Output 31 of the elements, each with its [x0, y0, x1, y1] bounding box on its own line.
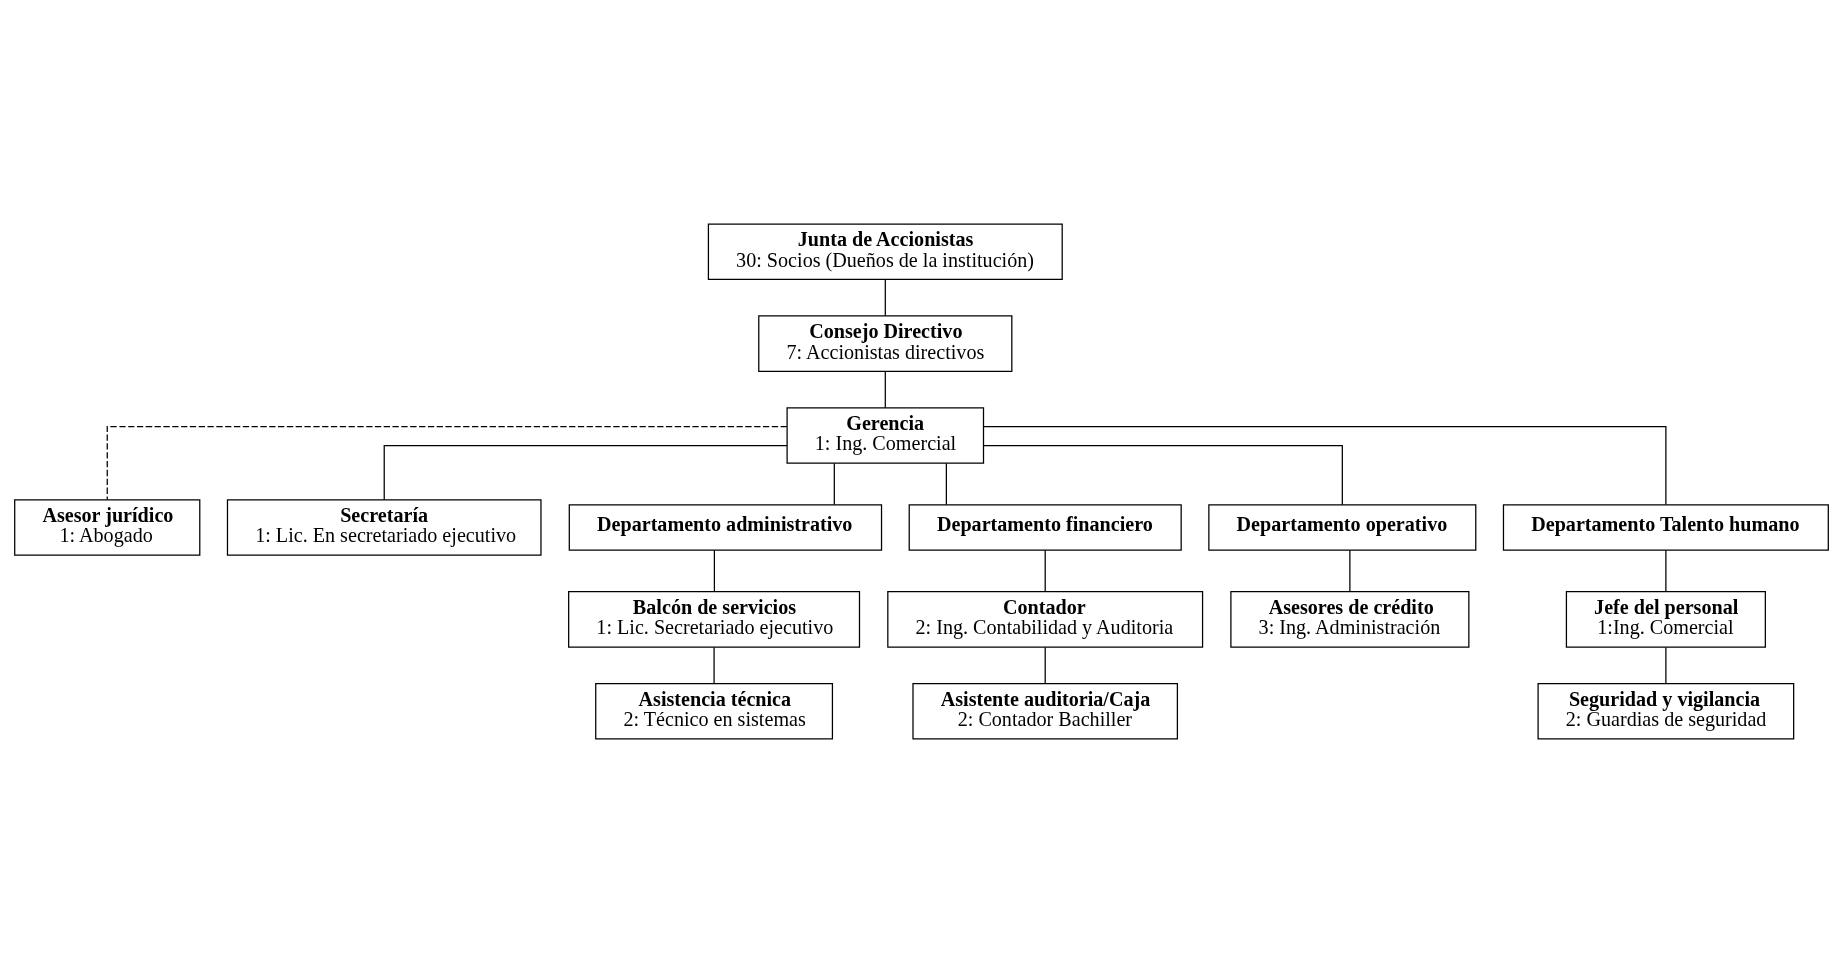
node-box: Asistencia técnica 2: Técnico en sistemas	[595, 682, 834, 740]
node-box: Asistente auditoria/Caja 2: Contador Bachiller	[912, 682, 1179, 740]
connector	[945, 463, 947, 506]
node-box: Gerencia 1: Ing. Comercial	[786, 407, 985, 464]
connector	[884, 371, 886, 409]
connector	[1349, 549, 1351, 593]
connector	[106, 426, 788, 501]
connector	[1044, 549, 1046, 593]
connector	[713, 549, 716, 593]
node-box: Balcón de servicios 1: Lic. Secretariado ejecutivo	[568, 591, 861, 648]
node-box: Departamento operativo	[1208, 504, 1477, 551]
node-box: Departamento Talento humano	[1502, 504, 1829, 551]
connector	[383, 445, 788, 501]
connector	[884, 279, 886, 317]
connector	[983, 445, 1343, 506]
node-box: Jefe del personal 1:Ing. Comercial	[1565, 591, 1766, 648]
node-box: Consejo Directivo 7: Accionistas directivos	[758, 315, 1013, 372]
connector	[983, 426, 1667, 506]
node-box: Secretaría 1: Lic. En secretariado ejecutivo	[226, 499, 542, 556]
node-box: Departamento administrativo	[568, 504, 883, 551]
connector	[833, 463, 835, 506]
node-box: Asesor jurídico 1: Abogado	[14, 499, 201, 556]
connector	[713, 646, 715, 684]
node-box: Departamento financiero	[908, 504, 1182, 551]
node-box: Asesores de crédito 3: Ing. Administración	[1230, 591, 1470, 648]
connector	[1665, 549, 1667, 593]
node-box: Seguridad y vigilancia 2: Guardias de seguridad	[1537, 682, 1795, 740]
connector	[1665, 646, 1667, 684]
connector	[1044, 646, 1046, 684]
node-box: Contador 2: Ing. Contabilidad y Auditoria	[887, 591, 1204, 648]
node-box: Junta de Accionistas 30: Socios (Dueños de la institución)	[707, 223, 1063, 281]
